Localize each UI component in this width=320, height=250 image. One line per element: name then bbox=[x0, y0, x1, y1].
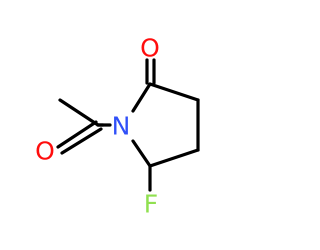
bond-acetyl-c-methyl bbox=[58, 98, 100, 127]
atom-label-oxygen-acetyl: O bbox=[35, 137, 55, 166]
bond-c2-c3 bbox=[148, 82, 200, 102]
bond-acetyl-c-o-double-a bbox=[56, 120, 98, 149]
chemical-structure-diagram: O N O F bbox=[35, 34, 200, 219]
atom-label-nitrogen: N bbox=[112, 112, 131, 141]
atom-label-oxygen-carbonyl: O bbox=[140, 34, 160, 63]
bond-n1-c2 bbox=[131, 82, 152, 113]
atom-label-fluorine: F bbox=[144, 190, 158, 219]
bond-acetyl-c-o-double-b bbox=[60, 127, 103, 155]
atom-label-layer: O N O F bbox=[35, 34, 160, 219]
bond-c5-n1 bbox=[131, 139, 152, 168]
bond-c4-c5 bbox=[148, 148, 200, 168]
bond-layer bbox=[56, 58, 200, 192]
